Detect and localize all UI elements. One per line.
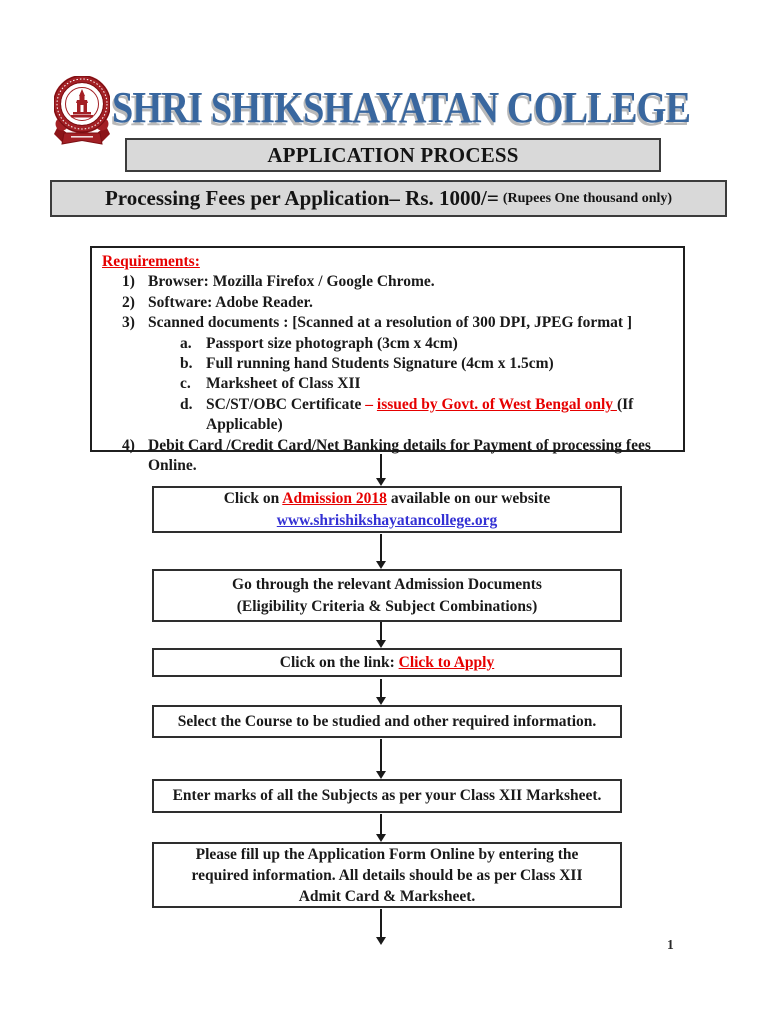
college-crest-icon [53,75,111,145]
item-text: Passport size photograph (3cm x 4cm) [206,334,458,352]
requirement-item-1: 1) Browser: Mozilla Firefox / Google Chr… [92,272,683,292]
step5-text: Enter marks of all the Subjects as per y… [172,787,602,804]
step1-line1: Click on Admission 2018 available on our… [224,488,551,510]
item-letter: b. [180,355,193,373]
item-number: 3) [122,314,135,332]
requirement-item-3c: c. Marksheet of Class XII [92,374,683,394]
fees-words-text: (Rupees One thousand only) [502,190,673,206]
college-website-link[interactable]: www.shrishikshayatancollege.org [276,511,498,529]
step3-line: Click on the link: Click to Apply [280,652,494,674]
item-number: 4) [122,436,135,454]
application-process-banner: APPLICATION PROCESS [125,138,661,172]
item-text: Browser: Mozilla Firefox / Google Chrome… [148,273,435,291]
step1-pre-text: Click on [223,489,283,507]
requirements-box: Requirements: 1) Browser: Mozilla Firefo… [90,246,685,474]
step3-pre-text: Click on the link: [279,653,399,671]
flow-arrow-6 [376,814,386,842]
processing-fees-banner: Processing Fees per Application– Rs. 100… [50,180,727,217]
step2-line2: (Eligibility Criteria & Subject Combinat… [236,597,538,615]
item-text: Full running hand Students Signature (4c… [206,355,554,373]
page-number: 1 [667,937,674,952]
certificate-text: SC/ST/OBC Certificate [206,395,366,413]
click-to-apply-link[interactable]: Click to Apply [398,653,495,671]
step4-text: Select the Course to be studied and othe… [177,712,597,730]
requirement-item-3b: b. Full running hand Students Signature … [92,354,683,374]
item-number: 1) [122,273,135,291]
requirement-item-4: 4) Debit Card /Credit Card/Net Banking d… [92,436,683,477]
flow-step-4: Select the Course to be studied and othe… [152,705,622,738]
requirement-item-3d: d. SC/ST/OBC Certificate – issued by Gov… [92,395,683,436]
requirement-item-3a: a. Passport size photograph (3cm x 4cm) [92,334,683,354]
requirements-heading: Requirements: [102,253,200,270]
flow-step-2: Go through the relevant Admission Docume… [152,569,622,622]
college-name: SHRI SHIKSHAYATAN COLLEGE [112,83,691,132]
item-text: Software: Adobe Reader. [148,293,313,311]
flow-arrow-2 [376,534,386,569]
item-letter: d. [180,395,193,413]
item-text: Scanned documents : [Scanned at a resolu… [148,314,633,332]
flow-arrow-1 [376,454,386,486]
requirement-item-2: 2) Software: Adobe Reader. [92,293,683,313]
item-text: Debit Card /Credit Card/Net Banking deta… [148,436,651,475]
item-number: 2) [122,293,135,311]
item-letter: a. [180,334,192,352]
flow-step-1: Click on Admission 2018 available on our… [152,486,622,533]
flow-arrow-5 [376,739,386,779]
west-bengal-certificate-link[interactable]: issued by Govt. of West Bengal only [376,395,617,413]
dash: – [365,395,377,413]
step6-text: Please fill up the Application Form Onli… [191,845,583,905]
admission-2018-link[interactable]: Admission 2018 [282,489,387,507]
step1-post-text: available on our website [386,489,551,507]
if-applicable-text: (If Applicable) [206,395,634,434]
item-text: Marksheet of Class XII [206,375,361,393]
flow-step-6: Please fill up the Application Form Onli… [152,842,622,908]
flow-arrow-4 [376,679,386,705]
flow-step-5: Enter marks of all the Subjects as per y… [152,779,622,813]
flow-arrow-3 [376,622,386,648]
requirement-item-3: 3) Scanned documents : [Scanned at a res… [92,313,683,333]
application-process-title: APPLICATION PROCESS [267,142,519,167]
item-text: SC/ST/OBC Certificate – issued by Govt. … [206,395,683,436]
item-letter: c. [180,375,191,393]
flow-arrow-7 [376,909,386,945]
step2-line1: Go through the relevant Admission Docume… [232,575,542,593]
college-logo [53,75,111,152]
flow-step-3: Click on the link: Click to Apply [152,648,622,677]
fees-amount-text: Processing Fees per Application– Rs. 100… [104,186,499,210]
